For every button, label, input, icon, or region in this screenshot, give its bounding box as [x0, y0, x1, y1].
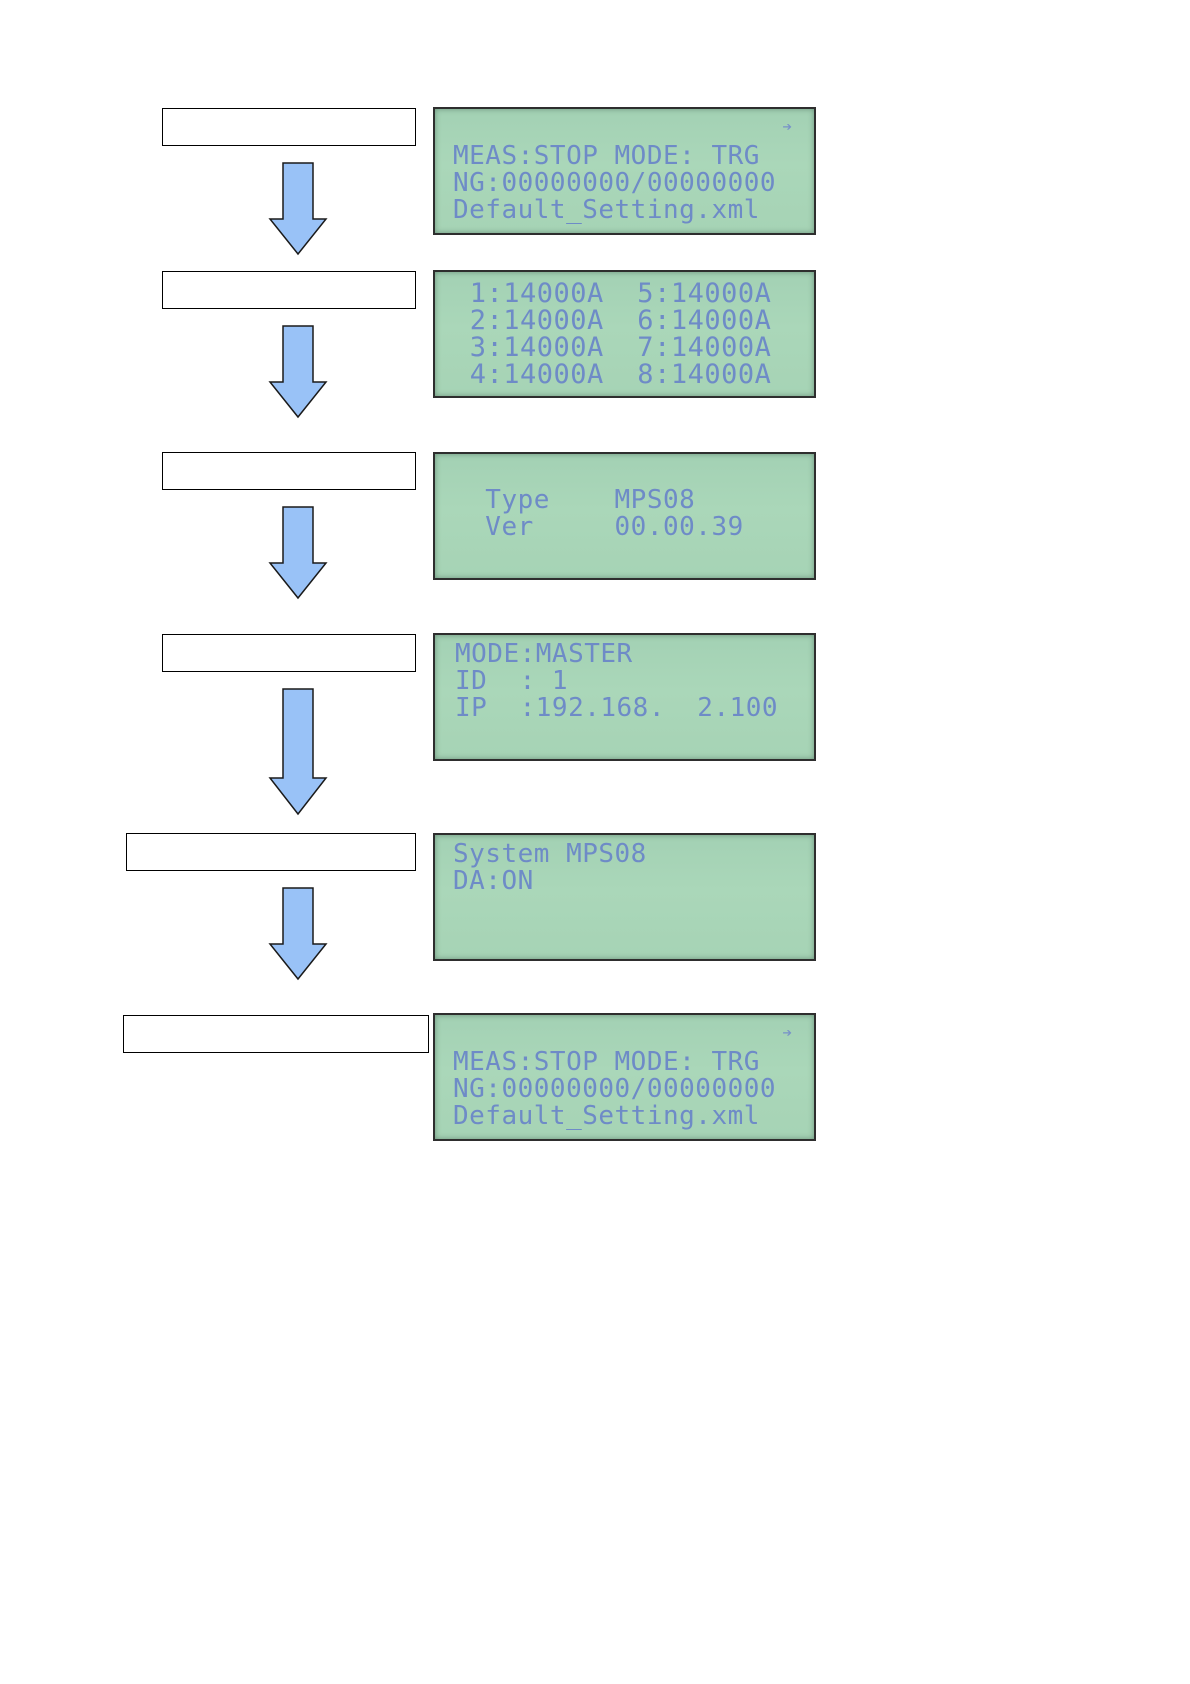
lcd-line: IP :192.168. 2.100 [455, 693, 779, 723]
down-arrow-icon [268, 688, 328, 816]
lcd-line: MODE:MASTER [455, 639, 633, 669]
lcd-screen-5: System MPS08 DA:ON [433, 833, 816, 961]
lcd-screen-2: 1:14000A 5:14000A 2:14000A 6:14000A 3:14… [433, 270, 816, 398]
step-label-1 [162, 108, 416, 146]
arrow-right-icon: ➔ [782, 117, 792, 136]
lcd-line: Ver 00.00.39 [453, 512, 744, 542]
lcd-line: Default_Setting.xml [453, 1101, 760, 1131]
lcd-screen-4: MODE:MASTER ID : 1 IP :192.168. 2.100 [433, 633, 816, 761]
step-label-5 [126, 833, 416, 871]
lcd-line: ID : 1 [455, 666, 569, 696]
lcd-line: 4:14000A 8:14000A [453, 359, 772, 390]
lcd-screen-3: Type MPS08 Ver 00.00.39 [433, 452, 816, 580]
step-label-6 [123, 1015, 429, 1053]
down-arrow-icon [268, 506, 328, 600]
down-arrow-icon [268, 162, 328, 256]
lcd-line: NG:00000000/00000000 [453, 1074, 777, 1104]
down-arrow-icon [268, 325, 328, 419]
down-arrow-icon [268, 887, 328, 981]
arrow-right-icon: ➔ [782, 1023, 792, 1042]
step-label-2 [162, 271, 416, 309]
lcd-line: DA:ON [453, 866, 534, 896]
lcd-line: 1:14000A 5:14000A [453, 278, 772, 309]
lcd-line: MEAS:STOP MODE: TRG [453, 141, 760, 171]
lcd-screen-6: ➔ MEAS:STOP MODE: TRG NG:00000000/000000… [433, 1013, 816, 1141]
lcd-line: Default_Setting.xml [453, 195, 760, 225]
lcd-line: Type MPS08 [453, 485, 696, 515]
step-label-4 [162, 634, 416, 672]
lcd-line: 3:14000A 7:14000A [453, 332, 772, 363]
lcd-line: MEAS:STOP MODE: TRG [453, 1047, 760, 1077]
lcd-screen-1: ➔ MEAS:STOP MODE: TRG NG:00000000/000000… [433, 107, 816, 235]
step-label-3 [162, 452, 416, 490]
lcd-line: System MPS08 [453, 839, 647, 869]
lcd-line: 2:14000A 6:14000A [453, 305, 772, 336]
lcd-line: NG:00000000/00000000 [453, 168, 777, 198]
